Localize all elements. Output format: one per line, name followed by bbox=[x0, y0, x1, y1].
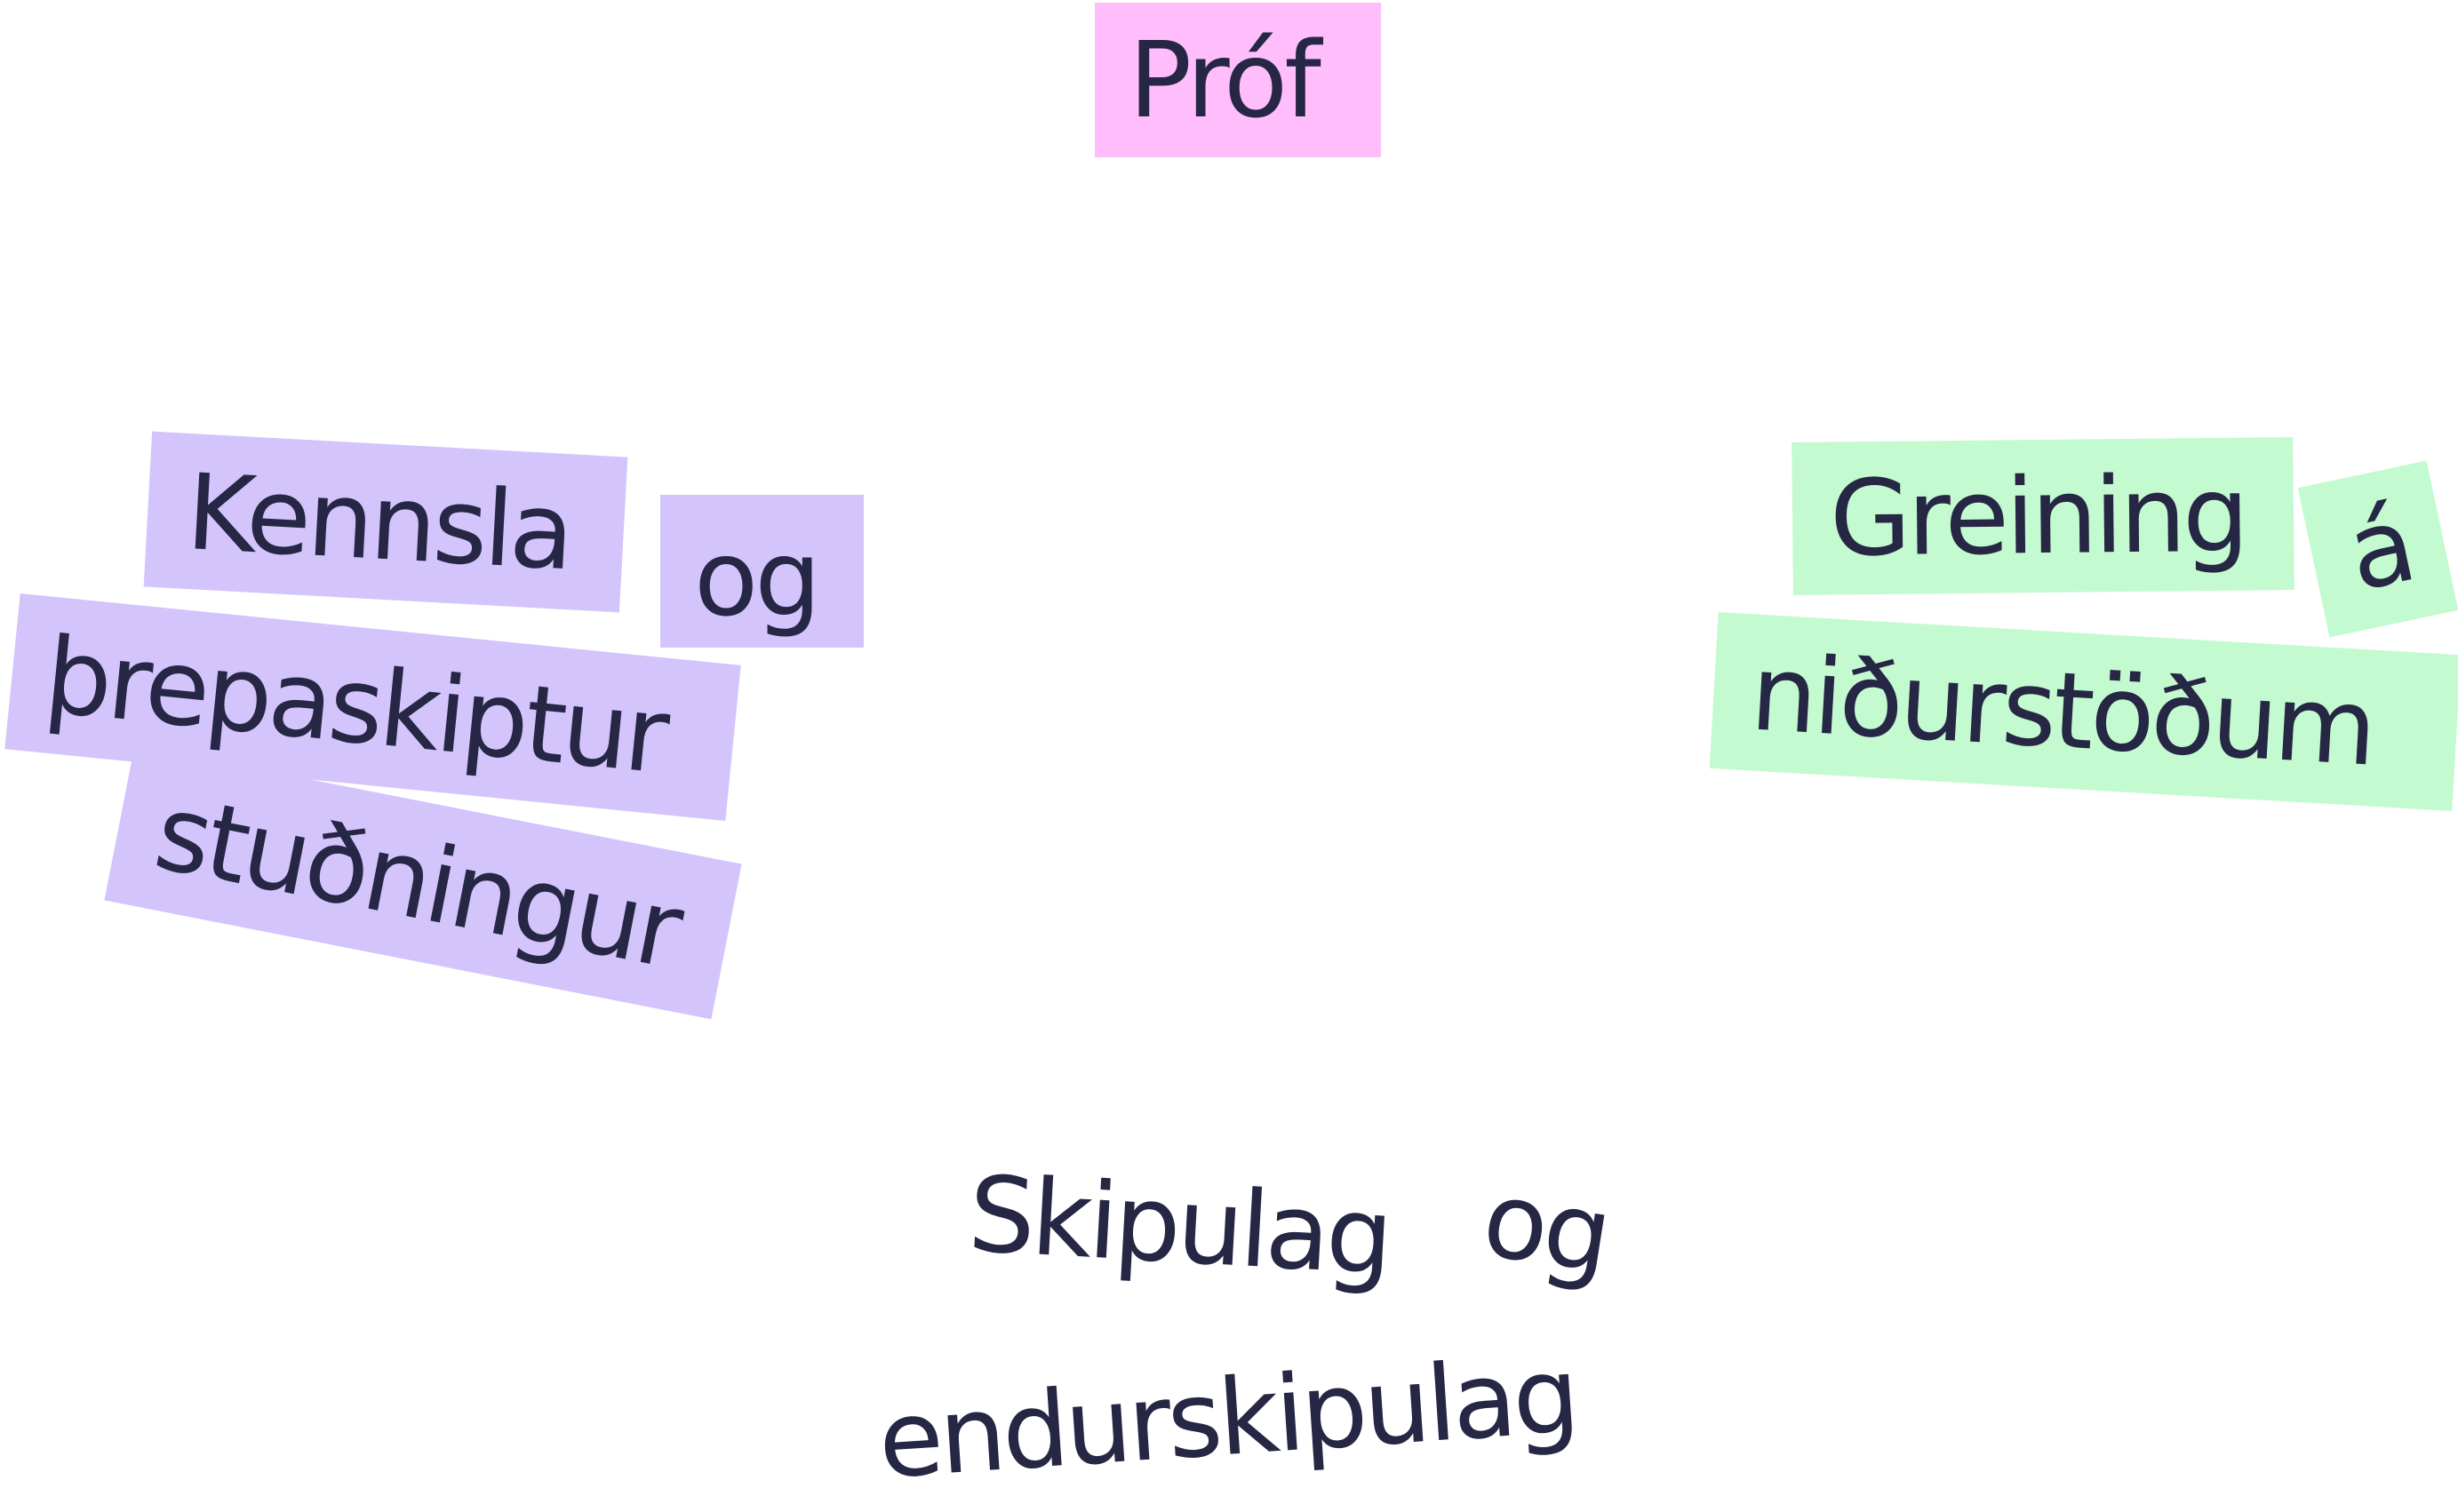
tag-skipulag-label: Skipulag bbox=[965, 1152, 1393, 1299]
tag-studningur-label: stuðningur bbox=[146, 769, 690, 992]
tag-og-left: og bbox=[660, 495, 864, 648]
tag-prof: Próf bbox=[1095, 3, 1381, 157]
tag-nidurstodum-label: niðurstöðum bbox=[1747, 631, 2377, 790]
tag-a: á bbox=[2297, 460, 2458, 638]
tag-og-bottom-label: og bbox=[1475, 1157, 1617, 1298]
tag-prof-label: Próf bbox=[1129, 19, 1321, 141]
tag-skipulag: Skipulag bbox=[956, 1142, 1425, 1310]
tag-greining-label: Greining bbox=[1829, 452, 2247, 580]
tag-endurskipulag-label: endurskipulag bbox=[874, 1333, 1580, 1502]
tag-threpaskiptur: þrepaskiptur bbox=[4, 593, 741, 822]
tag-a-label: á bbox=[2337, 481, 2422, 616]
tag-kennsla-label: Kennsla bbox=[183, 450, 574, 593]
tag-greining: Greining bbox=[1792, 437, 2294, 595]
tag-og-bottom: og bbox=[1466, 1155, 1635, 1301]
tag-nidurstodum: niðurstöðum bbox=[1709, 612, 2458, 811]
tag-og-left-label: og bbox=[694, 517, 821, 640]
tag-kennsla: Kennsla bbox=[143, 431, 628, 613]
tag-endurskipulag: endurskipulag bbox=[866, 1322, 1611, 1512]
